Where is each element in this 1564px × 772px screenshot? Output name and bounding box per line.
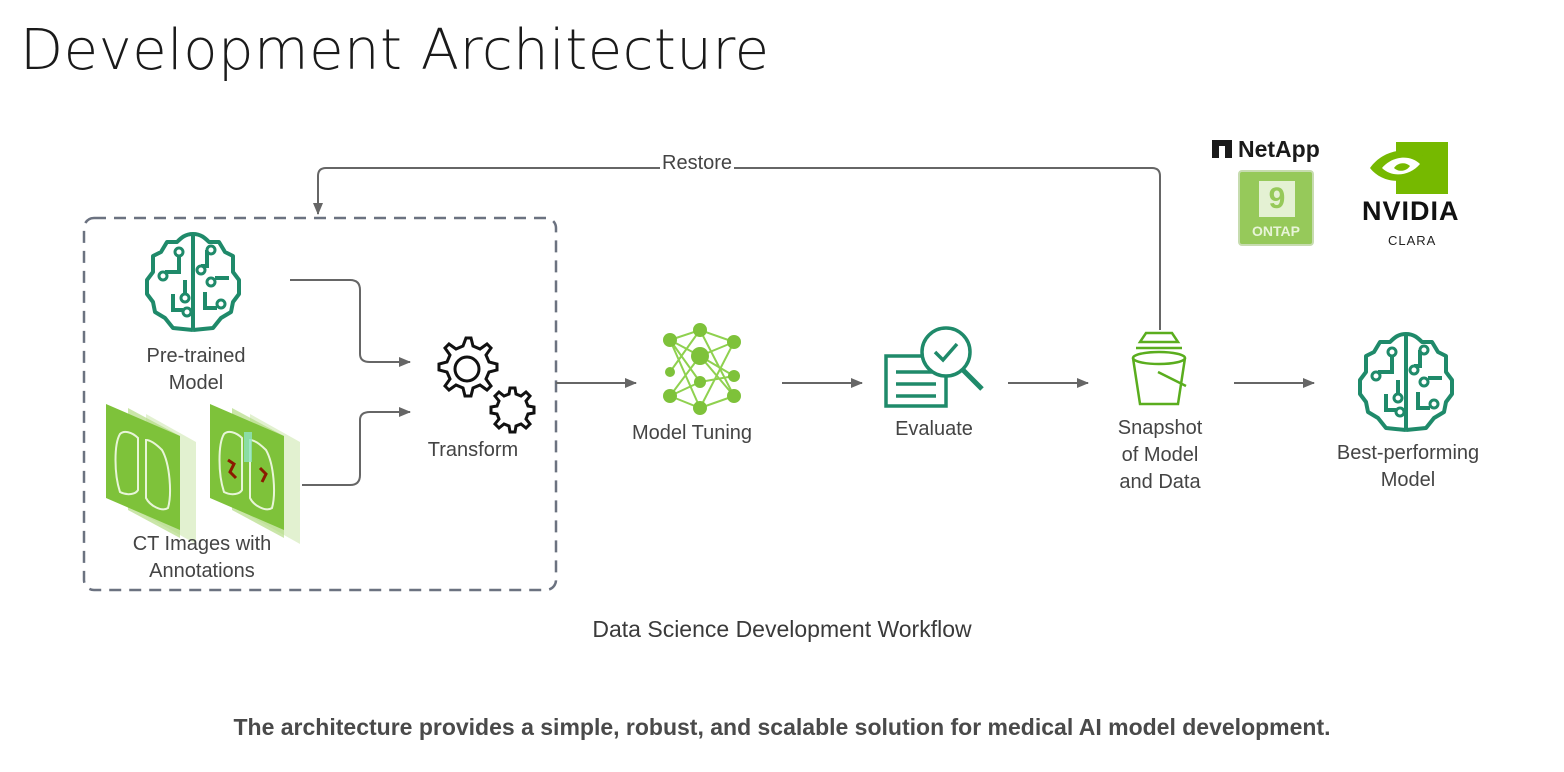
best-model-label: Best-performing Model [1336, 442, 1480, 491]
ct-image-icon [105, 403, 197, 545]
restore-arrow [313, 167, 1161, 330]
summary-text: The architecture provides a simple, robu… [233, 714, 1331, 740]
restore-label: Restore [660, 152, 735, 175]
neural-network-icon [663, 323, 741, 415]
netapp-logo: NetApp [1212, 136, 1320, 163]
pretrained-label: Pre-trained Model [146, 345, 246, 394]
snapshot-label: Snapshot of Model and Data [1117, 417, 1203, 493]
snapshot-bucket-icon [1131, 331, 1187, 406]
model-tuning-label: Model Tuning [631, 422, 753, 444]
diagram-caption: Data Science Development Workflow [592, 616, 972, 642]
ct-images-label: CT Images with Annotations [132, 533, 272, 582]
input-group-box [82, 216, 558, 592]
ontap-number: 9 [1259, 181, 1295, 217]
nvidia-wordmark: NVIDIA [1362, 196, 1460, 226]
evaluate-label: Evaluate [895, 418, 973, 440]
ct-annotated-image-icon [209, 403, 301, 545]
netapp-mark-icon [1212, 140, 1232, 158]
evaluate-icon [884, 326, 984, 408]
gears-icon [437, 336, 536, 434]
arrow-pretrained-to-transform [290, 279, 411, 367]
clara-wordmark: CLARA [1388, 233, 1437, 248]
ontap-logo: 9 ONTAP [1238, 170, 1314, 246]
pretrained-brain-icon [145, 232, 241, 332]
nvidia-eye-icon [1370, 142, 1448, 194]
netapp-wordmark: NetApp [1238, 136, 1320, 162]
transform-label: Transform [427, 439, 519, 461]
ontap-wordmark: ONTAP [1252, 223, 1300, 239]
best-model-brain-icon [1358, 332, 1454, 432]
page-title: Development Architecture [20, 18, 770, 83]
arrow-ct-to-transform [302, 407, 411, 486]
